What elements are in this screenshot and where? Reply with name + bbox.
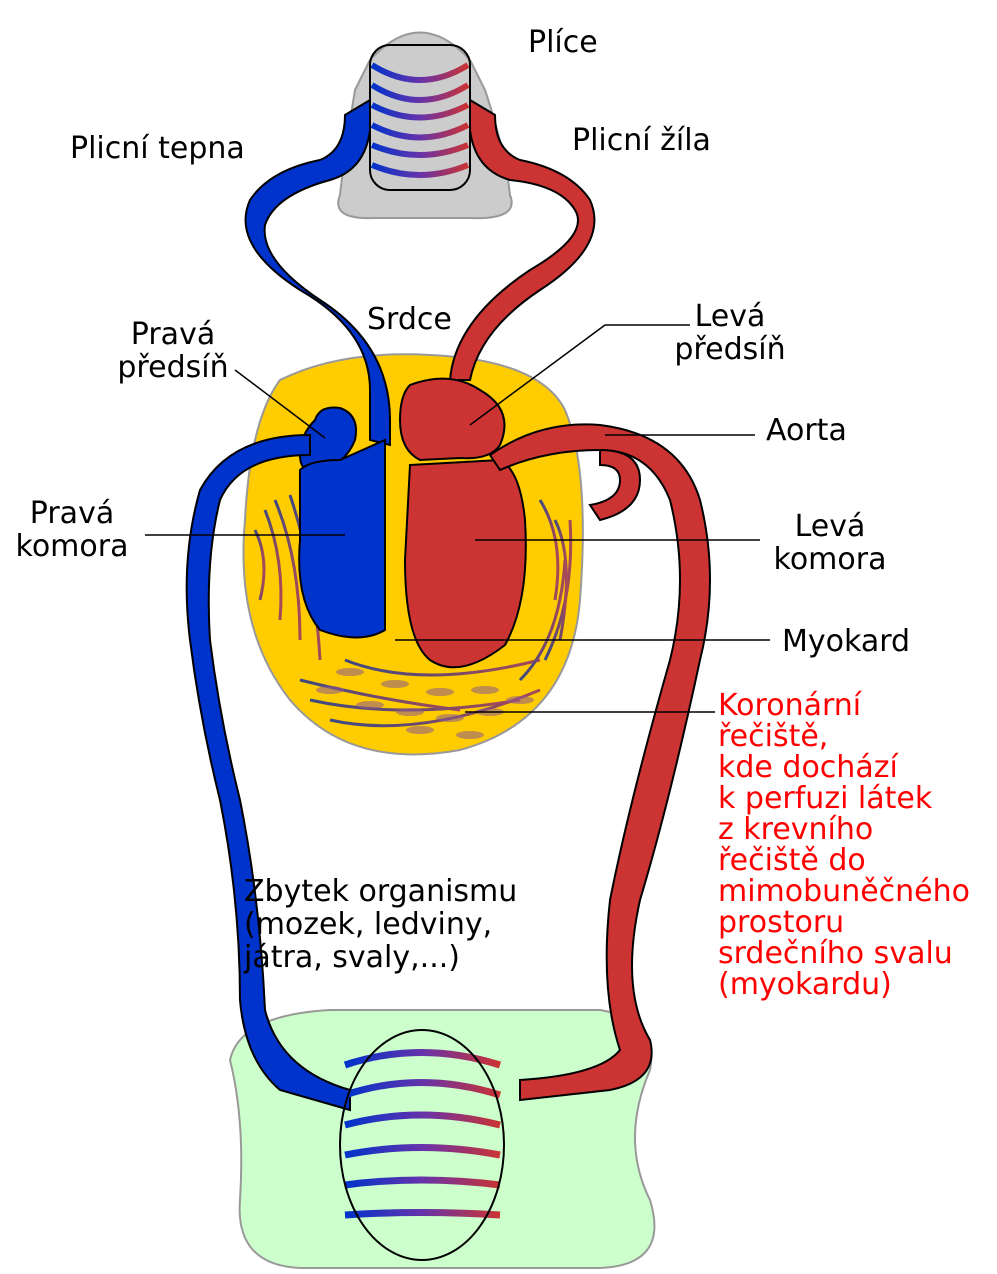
heart-label: Srdce bbox=[367, 303, 452, 336]
right-ventricle bbox=[299, 440, 385, 638]
coronary-artery-branch bbox=[590, 450, 640, 520]
pulmonary-vein-label: Plicní žíla bbox=[572, 124, 711, 157]
left-atrium-label: Levá předsíň bbox=[660, 300, 800, 366]
lungs-label: Plíce bbox=[528, 26, 598, 59]
myocardium-label: Myokard bbox=[782, 625, 910, 658]
right-atrium-label: Pravá předsíň bbox=[103, 318, 243, 384]
left-ventricle-label: Levá komora bbox=[760, 510, 900, 576]
pulmonary-artery-label: Plicní tepna bbox=[70, 132, 245, 165]
body-tissue bbox=[230, 1010, 654, 1268]
left-ventricle bbox=[405, 460, 526, 667]
aorta-label: Aorta bbox=[766, 414, 847, 447]
body-label: Zbytek organismu (mozek, ledviny, játra,… bbox=[244, 875, 517, 974]
right-ventricle-label: Pravá komora bbox=[2, 497, 142, 563]
coronary-label: Koronární řečiště, kde dochází k perfuzi… bbox=[718, 690, 970, 1000]
